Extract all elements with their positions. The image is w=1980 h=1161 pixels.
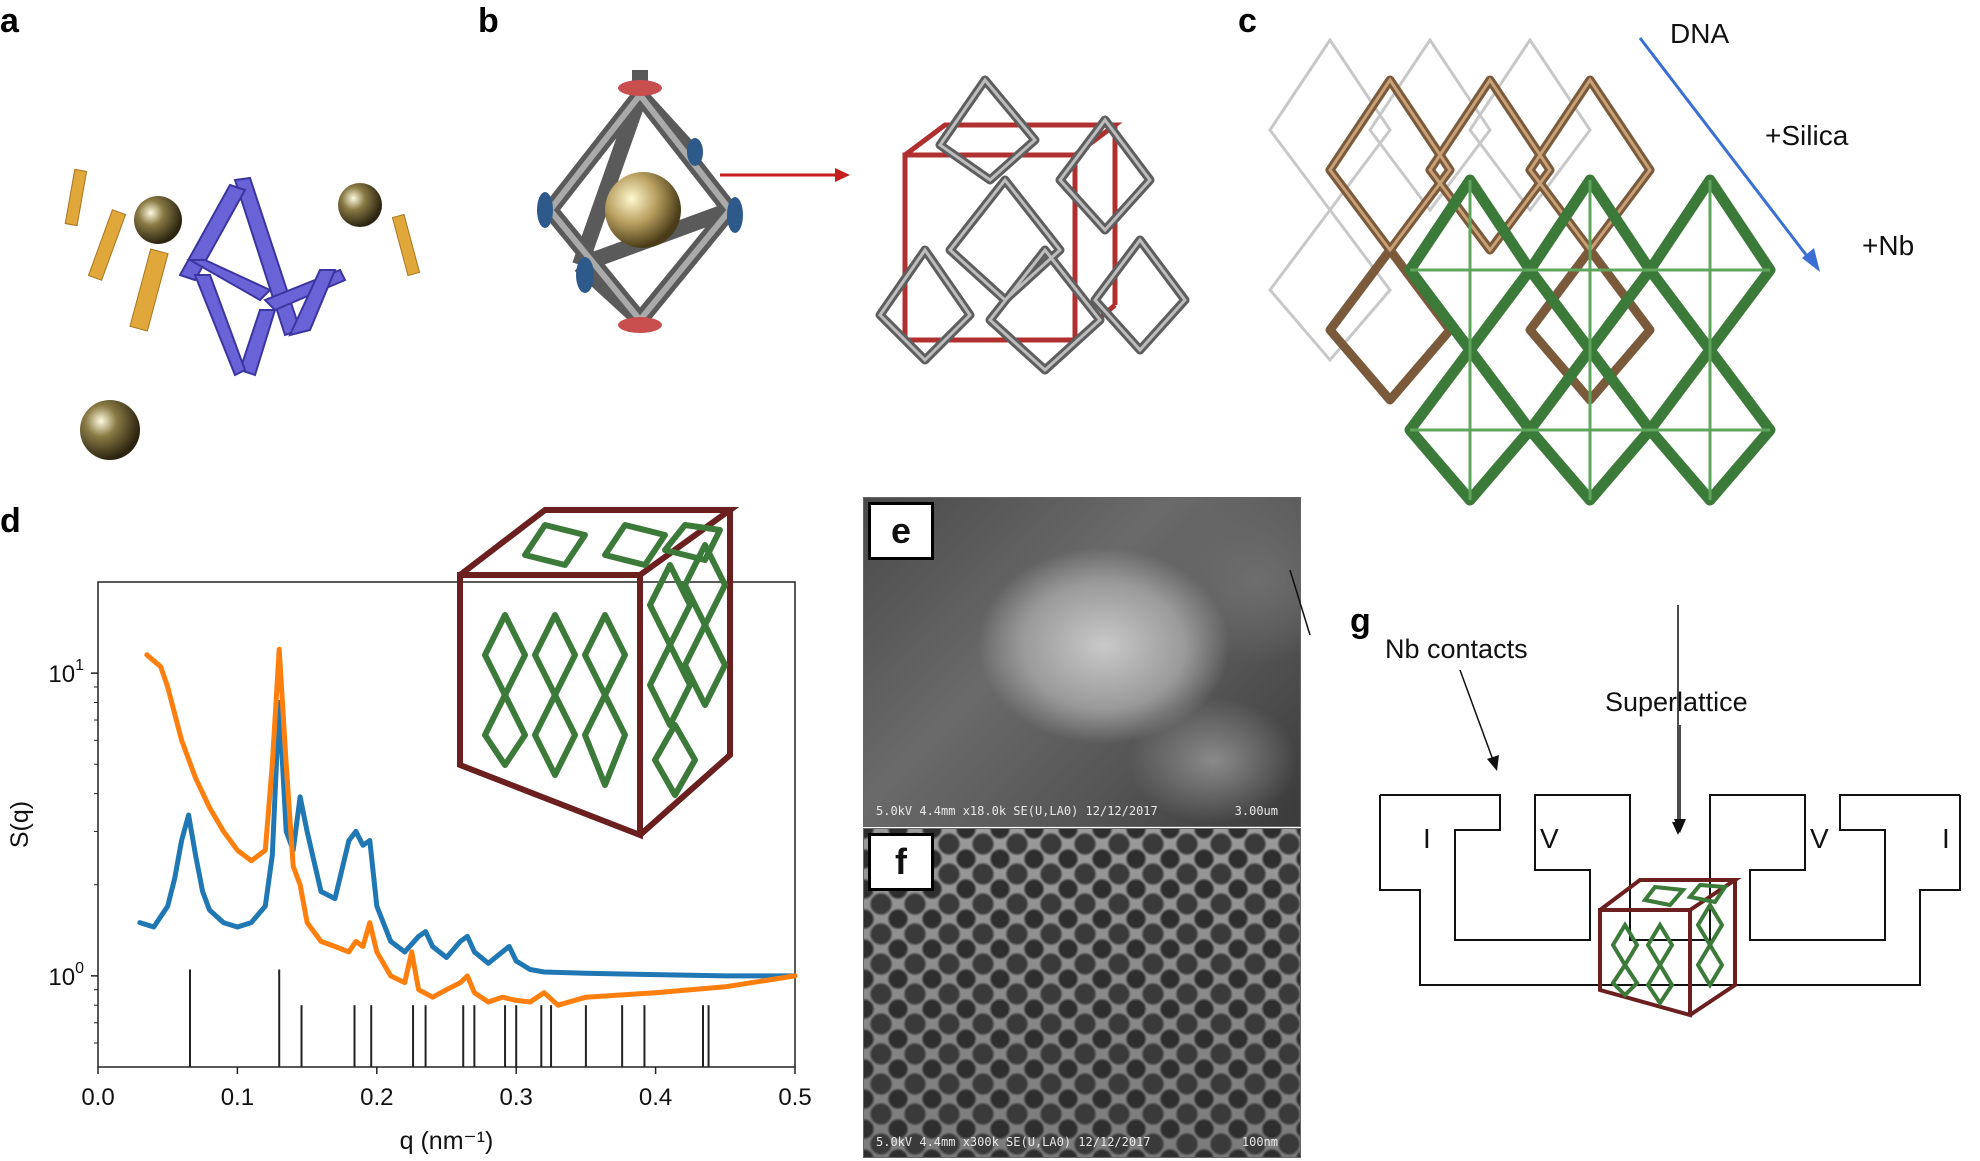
x-tick-label: 0.3 [500, 1084, 533, 1111]
superlattice-arrow [1674, 725, 1686, 833]
nb-contact-arrow [1459, 669, 1499, 771]
label-superlattice: Superlattice [1605, 687, 1748, 717]
process-arrow [1638, 37, 1812, 261]
gold-nanorods [64, 168, 421, 332]
y-axis-label: S(q) [6, 801, 34, 848]
label-nb-contacts: Nb contacts [1385, 634, 1528, 664]
device-cube [1598, 878, 1742, 1018]
panel-label-a: a [0, 2, 19, 40]
series-line-1 [137, 700, 798, 979]
x-tick-label: 0.0 [81, 1084, 114, 1111]
gold-nanoparticle-2 [338, 183, 382, 227]
scattering-chart: 0.0 0.1 0.2 0.3 0.4 0.5 100 101 q (nm⁻¹) S(q) [6, 581, 812, 1155]
sem-f-info: 5.0kV 4.4mm x300k SE(U,LA0) 12/12/2017 [876, 1135, 1151, 1149]
panel-a-illustration [64, 168, 421, 460]
panel-c-illustration [1268, 37, 1820, 506]
sem-image-f: f 5.0kV 4.4mm x300k SE(U,LA0) 12/12/2017… [863, 828, 1301, 1158]
nb-contact-pointer [1289, 569, 1311, 636]
plot-frame [97, 581, 796, 1068]
y-tick-label: 101 [48, 657, 84, 688]
y-tick-label: 100 [48, 960, 84, 991]
panel-label-b: b [478, 2, 499, 40]
contact-label-1: I [1423, 823, 1431, 854]
label-nb: +Nb [1862, 230, 1915, 261]
panel-label-c: c [1238, 2, 1257, 40]
sem-f-scale: 100nm [1241, 1135, 1278, 1149]
label-silica: +Silica [1765, 120, 1849, 151]
label-dna: DNA [1670, 18, 1730, 49]
superlattice-cube-inset [457, 507, 740, 840]
series-line-2 [144, 646, 798, 1008]
sem-e-info: 5.0kV 4.4mm x18.0k SE(U,LA0) 12/12/2017 [876, 804, 1158, 818]
panel-label-g: g [1350, 602, 1371, 640]
panel-b-illustration [537, 70, 1190, 375]
x-axis-label: q (nm⁻¹) [400, 1127, 494, 1155]
sem-image-e: e 5.0kV 4.4mm x18.0k SE(U,LA0) 12/12/201… [863, 497, 1301, 827]
panel-label-e: e [868, 502, 934, 560]
gold-nanoparticle-3 [80, 400, 140, 460]
x-tick-label: 0.4 [639, 1084, 672, 1111]
x-tick-label: 0.1 [221, 1084, 254, 1111]
sem-e-scale: 3.00um [1234, 804, 1278, 818]
x-tick-label: 0.5 [778, 1084, 811, 1111]
superlattice-cluster [875, 75, 1190, 375]
contact-label-3: V [1810, 823, 1829, 854]
x-tick-label: 0.2 [360, 1084, 393, 1111]
panel-label-d: d [0, 502, 21, 540]
contact-label-2: V [1540, 823, 1559, 854]
dna-lattice [1268, 37, 1592, 363]
gold-core [605, 172, 681, 248]
dna-octahedron-frame [178, 176, 347, 377]
contact-label-4: I [1942, 823, 1950, 854]
gold-nanoparticle-1 [134, 196, 182, 244]
panel-g-device [1289, 569, 1961, 1018]
panel-label-f: f [868, 833, 934, 891]
